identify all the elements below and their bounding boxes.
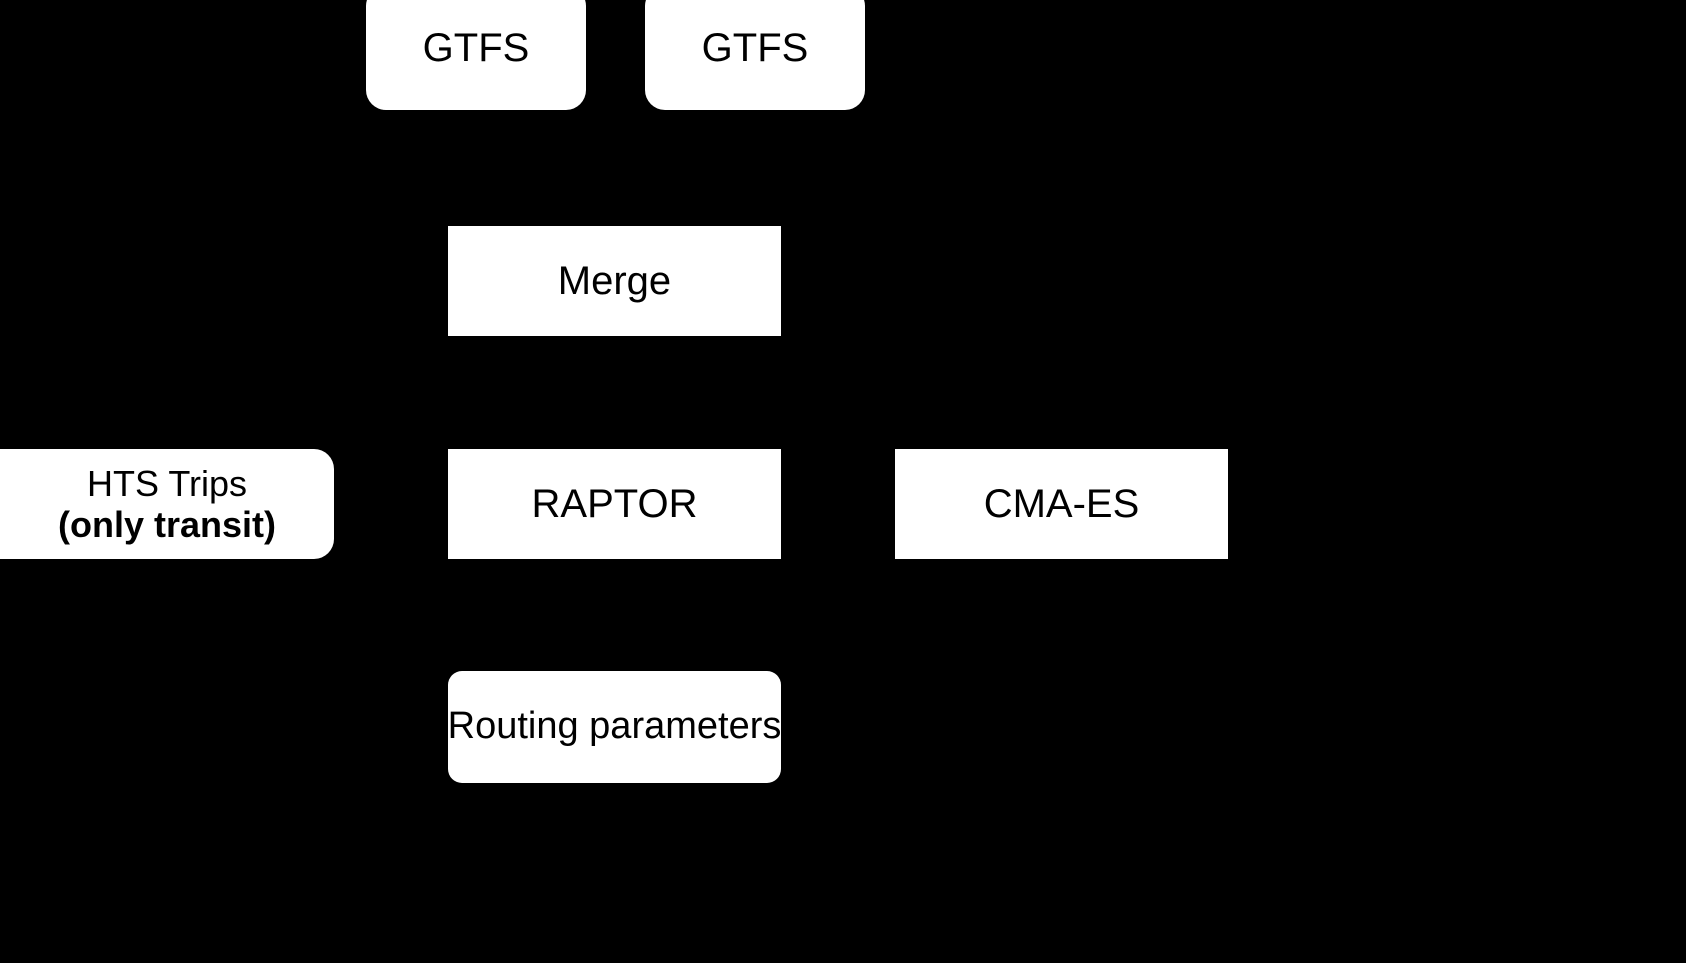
node-routing-parameters[interactable]: Routing parameters xyxy=(448,671,781,783)
node-hts-trips-label-line2: (only transit) xyxy=(57,504,276,545)
node-gtfs-2-label: GTFS xyxy=(701,26,809,70)
node-merge[interactable]: Merge xyxy=(448,226,781,336)
node-gtfs-2[interactable]: GTFS xyxy=(645,0,865,110)
node-merge-label: Merge xyxy=(557,259,672,303)
node-raptor-label: RAPTOR xyxy=(531,482,698,526)
node-cma-es[interactable]: CMA-ES xyxy=(895,449,1228,559)
node-hts-trips[interactable]: HTS Trips (only transit) xyxy=(0,449,334,559)
node-cma-es-label: CMA-ES xyxy=(983,482,1140,526)
node-gtfs-1[interactable]: GTFS xyxy=(366,0,586,110)
node-hts-trips-label-line1: HTS Trips xyxy=(86,462,247,504)
node-routing-parameters-label: Routing parameters xyxy=(447,705,782,748)
node-raptor[interactable]: RAPTOR xyxy=(448,449,781,559)
node-gtfs-1-label: GTFS xyxy=(422,26,530,70)
